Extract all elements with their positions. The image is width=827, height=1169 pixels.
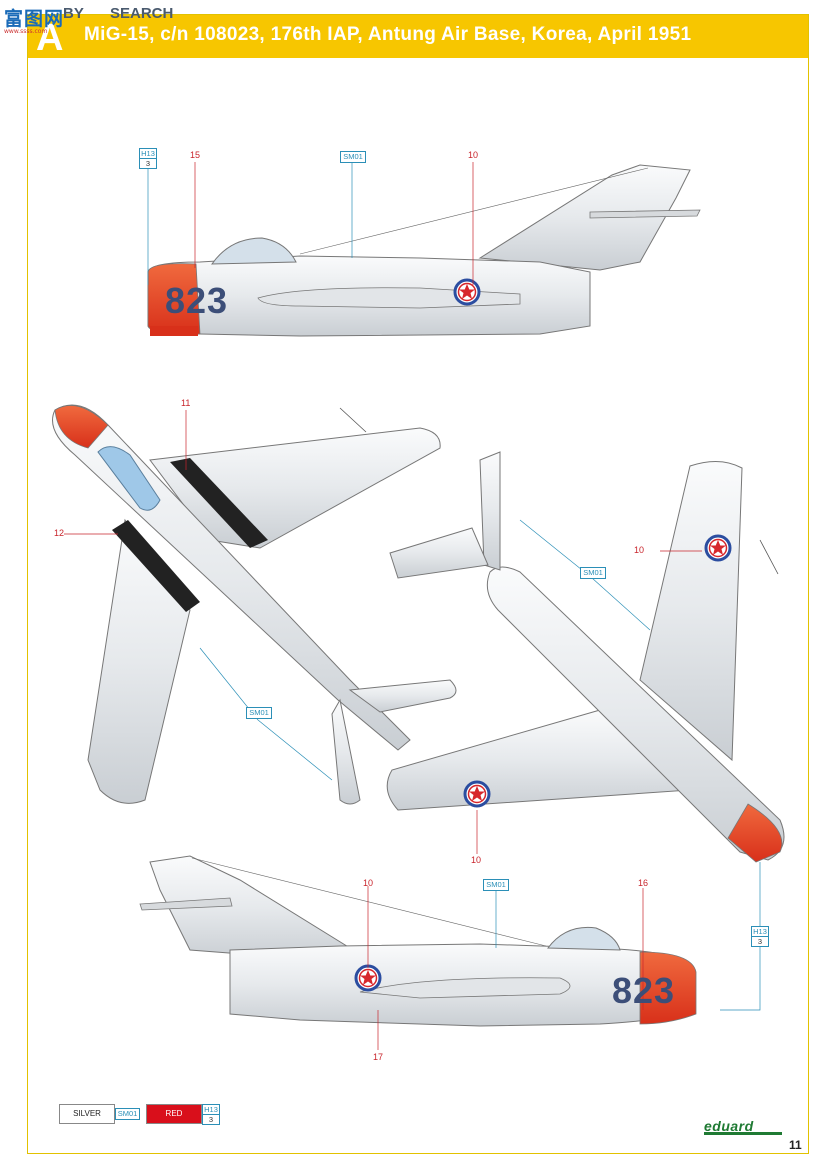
legend-red-num: 3 <box>203 1114 219 1124</box>
watermark-url: www.ssss.com <box>4 28 48 35</box>
serial-right-side: 823 <box>612 970 676 1011</box>
serial-left-side: 823 <box>165 280 229 321</box>
legend-red-code: H13 <box>204 1105 218 1114</box>
sm01-box-left-side: SM01 <box>340 151 366 163</box>
legend-silver-swatch: SILVER <box>59 1104 115 1124</box>
top-view-profile <box>52 404 457 805</box>
brand-underline <box>704 1132 782 1135</box>
sm01-box-bottom-view: SM01 <box>580 567 606 579</box>
section-letter: A <box>36 17 64 59</box>
legend-red-swatch: RED <box>146 1104 202 1124</box>
left-side-profile <box>147 164 701 337</box>
bottom-view-profile <box>386 451 785 863</box>
marking-leader-lines <box>64 162 702 1050</box>
h13-code: H13 <box>753 927 767 936</box>
page-frame <box>27 14 809 1154</box>
brand-logo: eduard <box>704 1118 754 1134</box>
callout-15: 15 <box>190 150 201 160</box>
callout-10-right-side: 10 <box>363 878 374 888</box>
legend-silver-code: SM01 <box>115 1108 140 1120</box>
watermark-cn-text: 富图网 <box>4 8 65 30</box>
header-bar <box>27 14 809 58</box>
callout-10-left-side: 10 <box>468 150 479 160</box>
callout-16: 16 <box>638 878 649 888</box>
page-title: MiG-15, c/n 108023, 176th IAP, Antung Ai… <box>84 24 692 45</box>
h13-code: H13 <box>141 149 155 158</box>
h13-num: 3 <box>140 158 156 168</box>
h13-box-left-side: H13 3 <box>139 148 157 169</box>
callout-10-bottom-b: 10 <box>471 855 482 865</box>
callout-10-bottom-a: 10 <box>634 545 645 555</box>
h13-box-right-side: H13 3 <box>751 926 769 947</box>
h13-num: 3 <box>752 936 768 946</box>
watermark-suffix: BY <box>63 5 84 22</box>
callout-17: 17 <box>373 1052 384 1062</box>
page-number: 11 <box>789 1138 802 1152</box>
sm01-box-top-view: SM01 <box>246 707 272 719</box>
right-side-profile <box>139 855 697 1027</box>
watermark-text: SEARCH <box>110 5 174 22</box>
legend-red-code-box: H13 3 <box>202 1104 220 1125</box>
callout-11: 11 <box>181 398 191 408</box>
sm01-box-right-side: SM01 <box>483 879 509 891</box>
watermark: 富图网 BY SEARCH www.ssss.com <box>0 0 174 36</box>
callout-12: 12 <box>54 528 65 538</box>
